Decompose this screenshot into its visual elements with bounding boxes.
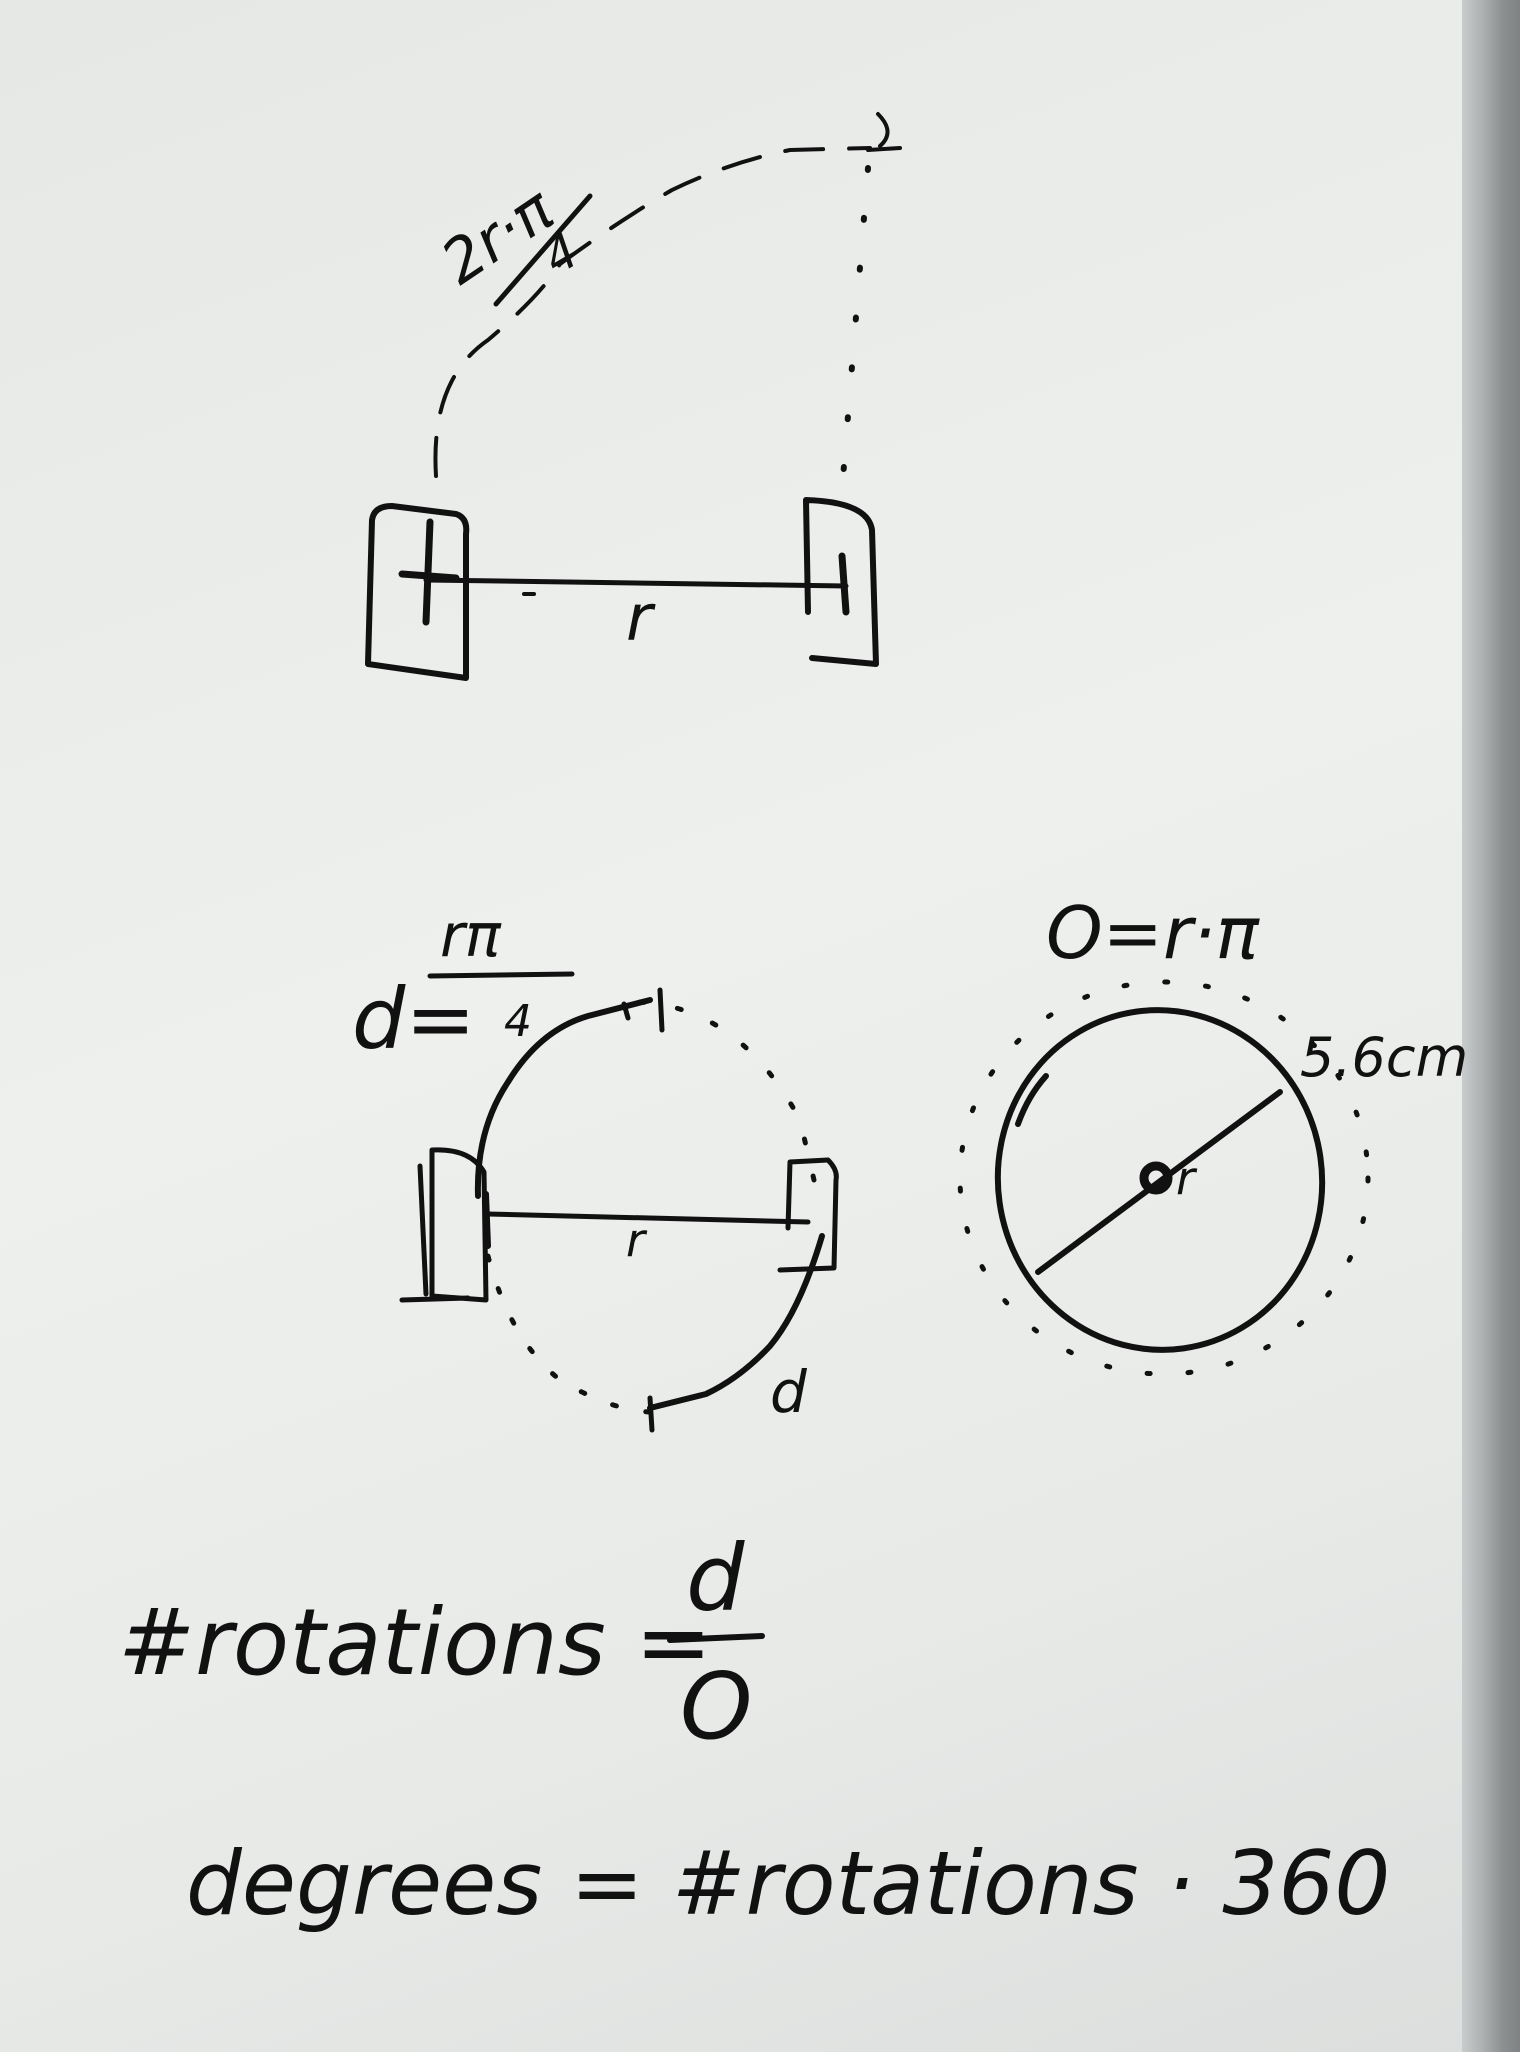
- arc-label-fraction-bar: [493, 193, 593, 307]
- distance-prefix: d=: [352, 970, 476, 1068]
- wheel-circle: [994, 1007, 1326, 1353]
- tread-mark: [1015, 1073, 1049, 1127]
- degrees-formula: degrees = #rotations · 360: [186, 1832, 1390, 1935]
- left-wheel: [365, 503, 470, 681]
- dotted-circle-bottom: [485, 1253, 653, 1415]
- axle-line: [485, 1211, 811, 1225]
- center-point: [1139, 1161, 1173, 1195]
- whiteboard-frame: [1462, 0, 1520, 2052]
- rotations-formula-lhs: #rotations =: [118, 1589, 712, 1696]
- right-wheel: [803, 497, 879, 667]
- quarter-turn-diagram: 2r·π 4 r: [365, 112, 902, 681]
- radius-label: r: [626, 1213, 648, 1267]
- wheel-circumference-diagram: O=r·π r 5.6cm: [957, 891, 1468, 1377]
- radius-label: r: [1176, 1151, 1198, 1205]
- left-wheel-hub: [398, 518, 460, 626]
- diameter-line: [1035, 1089, 1283, 1275]
- distance-denominator: 4: [504, 996, 532, 1047]
- solid-arc-top: [474, 997, 653, 1199]
- pivot-turn-diagram: d= rπ 4 r d: [352, 901, 839, 1433]
- distance-numerator: rπ: [440, 901, 502, 971]
- rotations-fraction-bar: [667, 1633, 765, 1643]
- solid-arc-bottom: [647, 1233, 825, 1411]
- solid-arc-bottom-end: [647, 1395, 655, 1433]
- axle-line: [423, 577, 849, 589]
- formulas: #rotations = d O degrees = #rotations · …: [118, 1525, 1390, 1935]
- diameter-length-label: 5.6cm: [1300, 1026, 1468, 1089]
- solid-arc-top-end: [621, 987, 665, 1033]
- quarter-arc: [433, 146, 872, 478]
- vertical-dotted-line: [839, 165, 871, 493]
- left-wheel: [399, 1147, 489, 1303]
- radius-label: r: [626, 582, 656, 656]
- end-marker: [866, 112, 902, 152]
- dotted-circle-top: [637, 999, 817, 1183]
- circumference-formula: O=r·π: [1046, 891, 1260, 975]
- rotations-denominator: O: [680, 1653, 752, 1760]
- rotations-numerator: d: [686, 1525, 745, 1632]
- dotted-outer-circle: [957, 979, 1371, 1377]
- distance-fraction-bar: [427, 971, 575, 979]
- left-hub: [483, 1191, 491, 1249]
- right-wheel: [777, 1157, 839, 1273]
- arc-d-label: d: [770, 1358, 808, 1426]
